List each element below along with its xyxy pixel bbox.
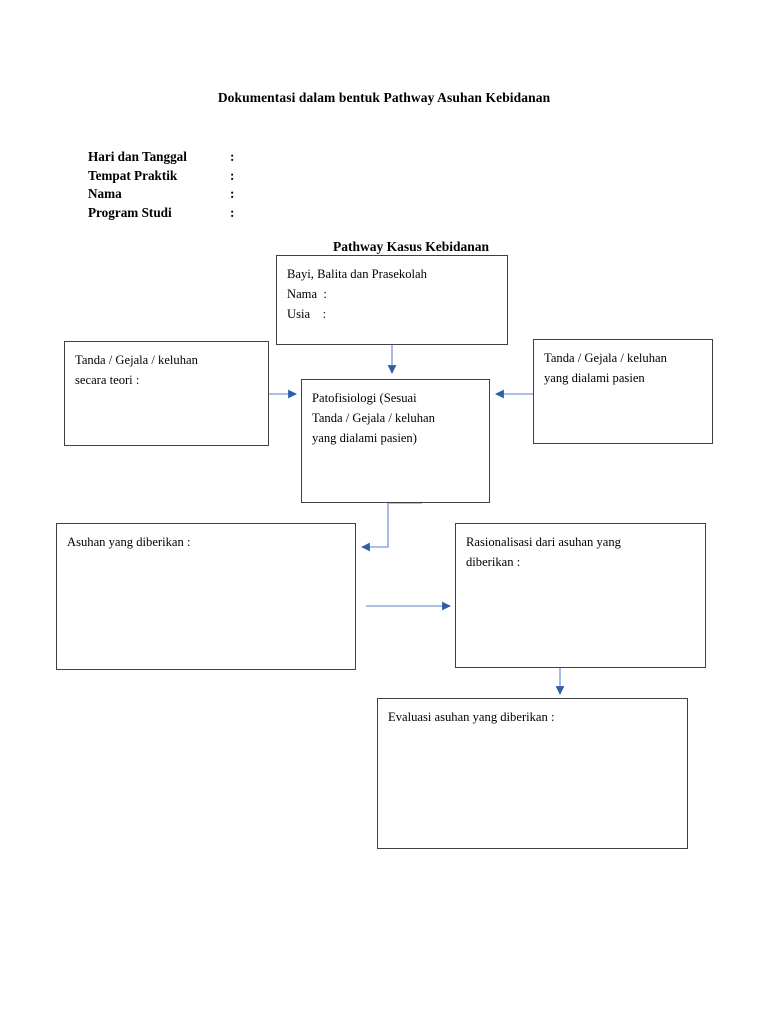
node-line: Asuhan yang diberikan :: [67, 535, 191, 549]
node-bayi-balita-prasekolah[interactable]: Bayi, Balita dan Prasekolah Nama : Usia …: [276, 255, 508, 345]
node-patofisiologi[interactable]: Patofisiologi (Sesuai Tanda / Gejala / k…: [301, 379, 490, 503]
header-field-label: Tempat Praktik: [88, 167, 178, 183]
header-field-label: Program Studi: [88, 204, 172, 220]
header-field-label: Hari dan Tanggal: [88, 149, 187, 164]
node-line: Nama :: [287, 287, 327, 301]
header-field-label: Nama: [88, 186, 122, 202]
connector-patofisiologi-to-asuhan: [361, 502, 422, 552]
node-rasionalisasi-asuhan[interactable]: Rasionalisasi dari asuhan yang diberikan…: [455, 523, 706, 668]
header-fields: Hari dan Tanggal: Tempat Praktik: Nama: …: [88, 148, 234, 222]
node-line: yang dialami pasien: [544, 371, 645, 385]
node-line: Patofisiologi (Sesuai: [312, 391, 417, 405]
node-line: Rasionalisasi dari asuhan yang: [466, 535, 621, 549]
header-field-nama: Nama:: [88, 185, 234, 204]
node-line: Tanda / Gejala / keluhan: [312, 411, 435, 425]
node-tanda-gejala-keluhan-teori[interactable]: Tanda / Gejala / keluhan secara teori :: [64, 341, 269, 446]
header-field-separator: :: [230, 149, 235, 164]
node-evaluasi-asuhan[interactable]: Evaluasi asuhan yang diberikan :: [377, 698, 688, 849]
header-field-program-studi: Program Studi:: [88, 204, 234, 223]
page-title: Dokumentasi dalam bentuk Pathway Asuhan …: [217, 90, 551, 105]
header-field-separator: :: [230, 204, 235, 220]
header-field-tempat-praktik: Tempat Praktik:: [88, 167, 234, 186]
node-line: Bayi, Balita dan Prasekolah: [287, 267, 427, 281]
node-line: Tanda / Gejala / keluhan: [544, 351, 667, 365]
node-line: Usia :: [287, 307, 327, 321]
node-line: Evaluasi asuhan yang diberikan :: [388, 710, 555, 724]
header-field-hari-dan-tanggal: Hari dan Tanggal:: [88, 148, 234, 167]
node-line: Tanda / Gejala / keluhan: [75, 353, 198, 367]
node-asuhan-yang-diberikan[interactable]: Asuhan yang diberikan :: [56, 523, 356, 670]
node-line: yang dialami pasien): [312, 431, 417, 445]
node-line: diberikan :: [466, 555, 521, 569]
section-title: Pathway Kasus Kebidanan: [332, 239, 490, 254]
header-field-separator: :: [230, 167, 235, 183]
node-tanda-gejala-keluhan-pasien[interactable]: Tanda / Gejala / keluhan yang dialami pa…: [533, 339, 713, 444]
node-line: secara teori :: [75, 373, 140, 387]
header-field-separator: :: [230, 186, 235, 202]
